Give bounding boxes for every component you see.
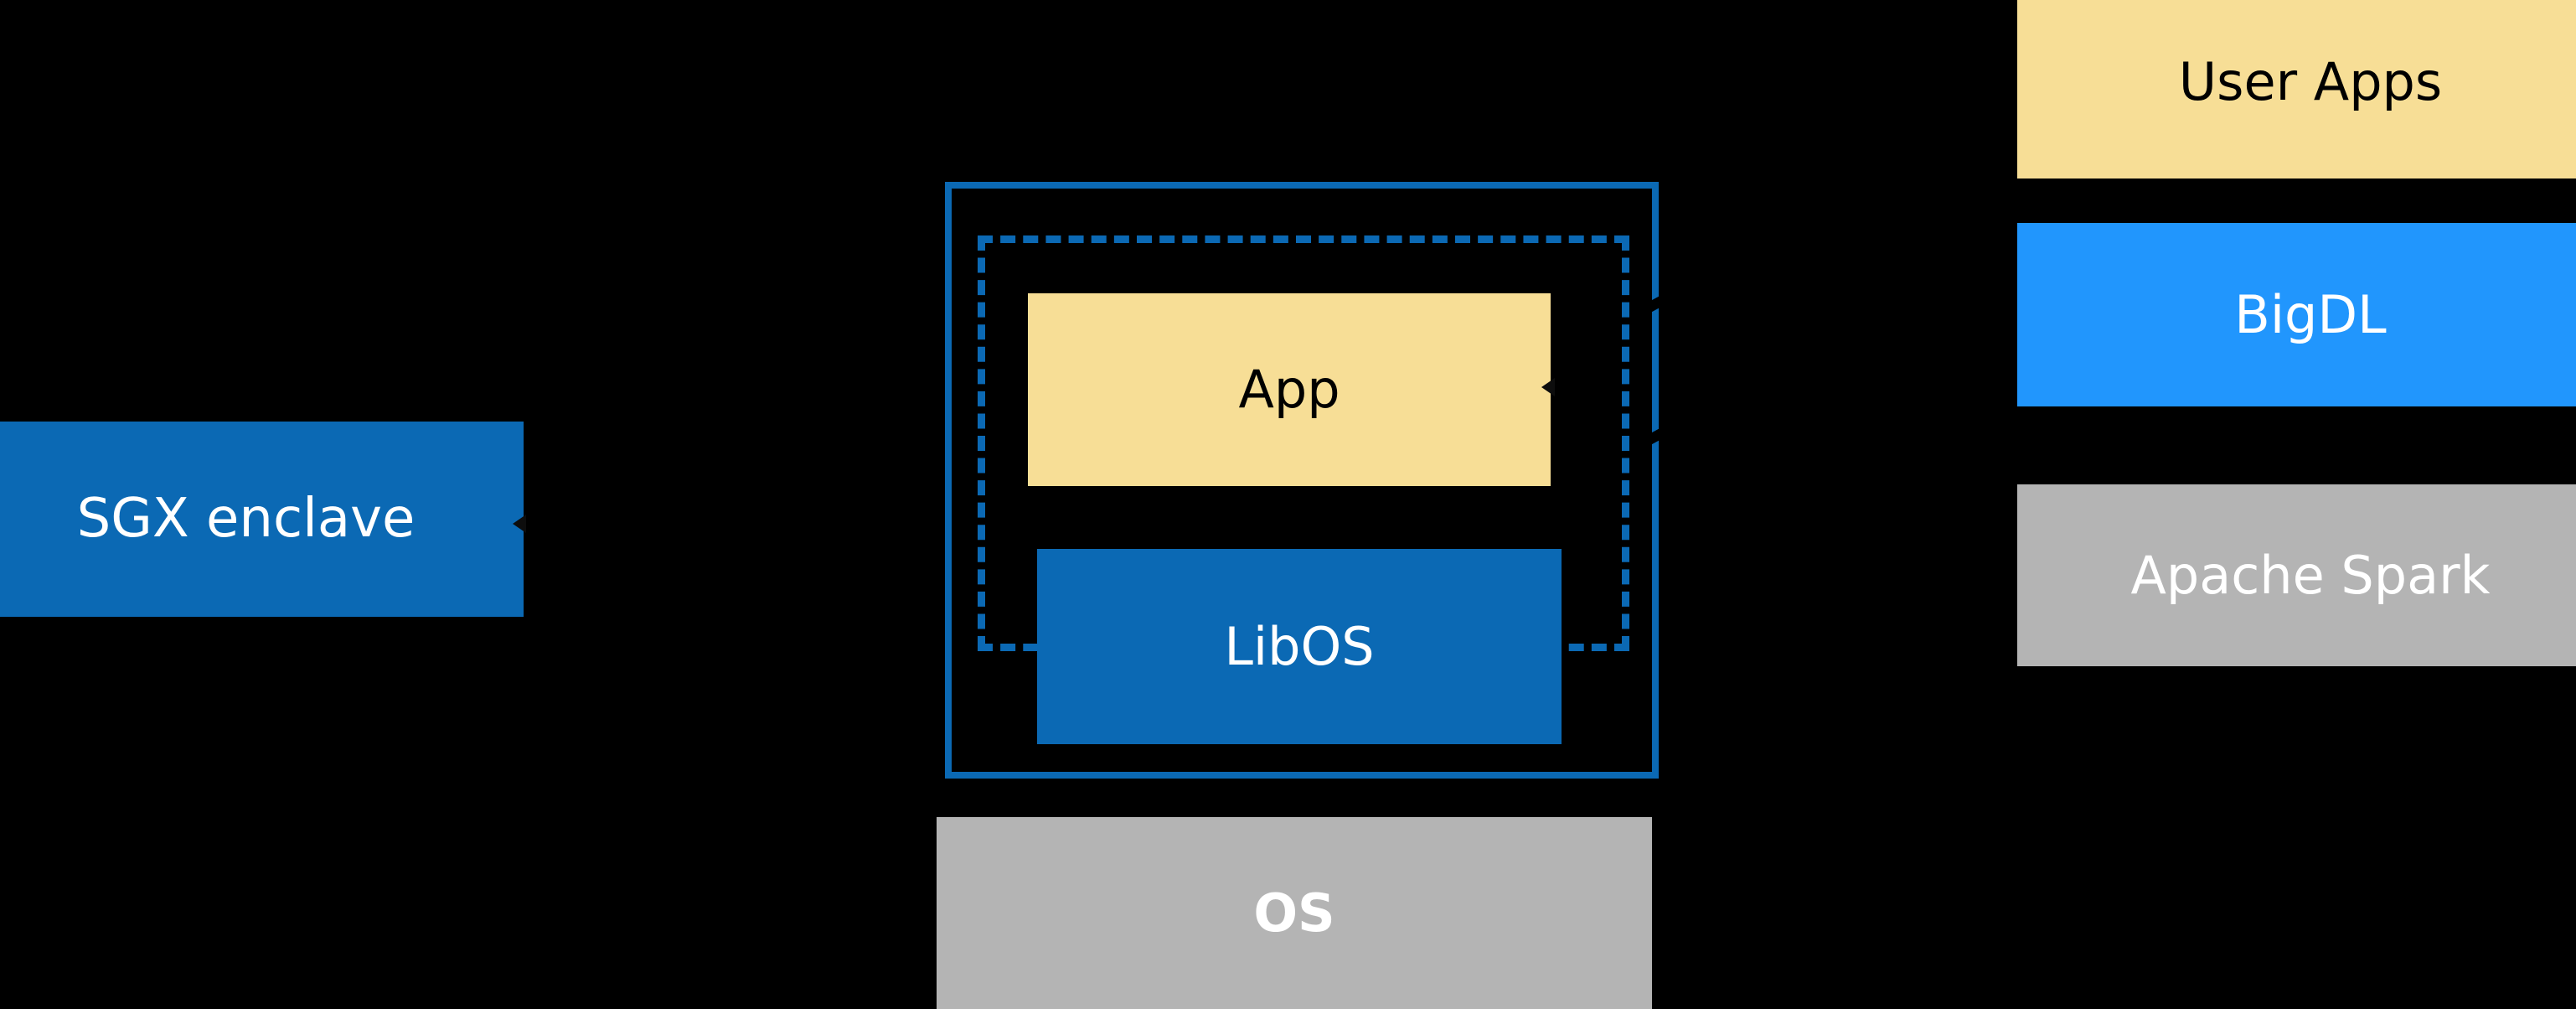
- app-label: App: [1238, 359, 1340, 421]
- os-box: OS: [937, 817, 1652, 1009]
- libos-box: LibOS: [1037, 549, 1562, 744]
- arrow-app-to-right-icon: [1541, 378, 1555, 396]
- libos-label: LibOS: [1224, 615, 1375, 677]
- sgx-enclave-label: SGX enclave: [76, 487, 416, 550]
- sgx-enclave-box: SGX enclave: [0, 422, 524, 617]
- bigdl-box: BigDL: [2017, 223, 2576, 406]
- os-label: OS: [1253, 882, 1335, 944]
- bigdl-label: BigDL: [2234, 283, 2387, 345]
- user-apps-label: User Apps: [2178, 50, 2443, 112]
- enclave-outer-frame: [945, 182, 1659, 779]
- apache-spark-box: Apache Spark: [2017, 484, 2576, 666]
- apache-spark-label: Apache Spark: [2130, 544, 2491, 606]
- user-apps-box: User Apps: [2017, 0, 2576, 179]
- app-box: App: [1028, 293, 1551, 486]
- arrow-enclave-to-center-icon: [513, 515, 526, 533]
